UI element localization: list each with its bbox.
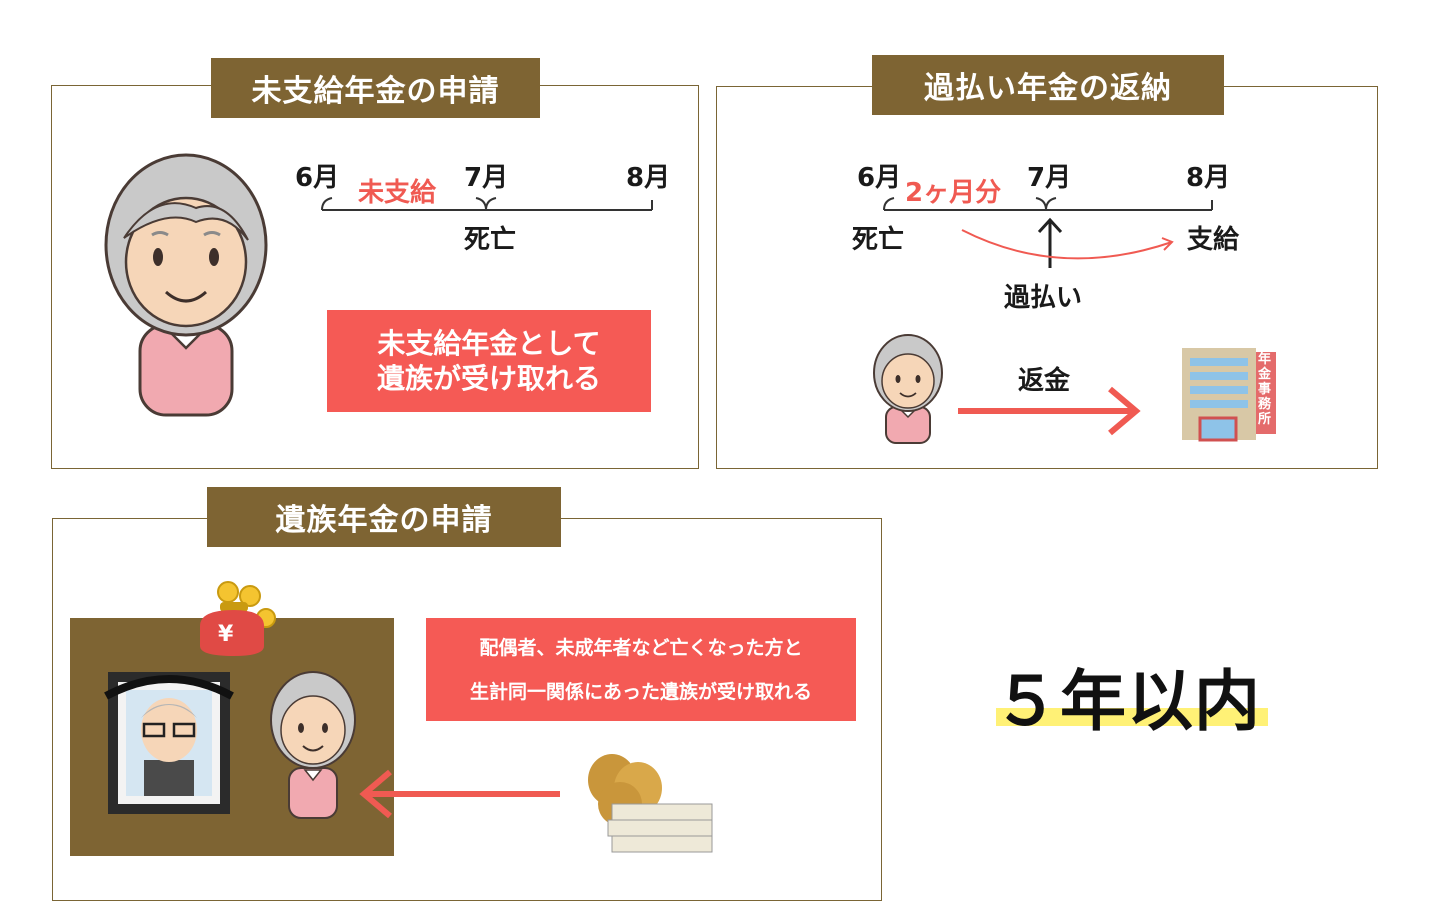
month-8-label: 8月	[626, 163, 671, 193]
month-7-label-2: 7月	[1027, 163, 1072, 193]
unpaid-label: 未支給	[358, 178, 437, 208]
survivor-info-line2: 生計同一関係にあった遺族が受け取れる	[469, 681, 812, 703]
death-label-2: 死亡	[852, 225, 905, 255]
pension-office-building-icon	[1182, 348, 1276, 442]
elderly-woman-small-illustration	[873, 334, 943, 444]
timeline-2	[883, 197, 1213, 268]
panel-overpaid-pension-title: 過払い年金の返納	[872, 55, 1224, 115]
unpaid-info-box: 未支給年金として 遺族が受け取れる	[327, 310, 651, 412]
survivor-info-line1: 配偶者、未成年者など亡くなった方と	[479, 637, 803, 659]
panel-survivor-pension-title: 遺族年金の申請	[207, 487, 561, 547]
pension-office-sign: 年金事務所	[1258, 352, 1272, 427]
payout-arrow	[359, 769, 560, 819]
money-bags-cash-icon	[588, 754, 713, 853]
month-6-label: 6月	[295, 163, 340, 193]
widow-illustration	[270, 671, 356, 819]
month-7-label: 7月	[464, 163, 509, 193]
month-8-label-2: 8月	[1186, 163, 1231, 193]
two-months-label: 2ヶ月分	[905, 178, 1002, 208]
deadline-text: ５年以内	[993, 663, 1261, 740]
refund-label: 返金	[1018, 366, 1071, 396]
yen-symbol: ¥	[218, 622, 234, 647]
survivor-info-box: 配偶者、未成年者など亡くなった方と 生計同一関係にあった遺族が受け取れる	[426, 618, 856, 721]
deadline-highlight	[996, 708, 1268, 726]
elderly-woman-illustration	[104, 153, 268, 417]
death-label: 死亡	[464, 225, 517, 255]
month-6-label-2: 6月	[857, 163, 902, 193]
unpaid-info-line1: 未支給年金として	[377, 327, 601, 360]
timeline-1	[321, 197, 653, 211]
purse-coins-icon	[200, 581, 276, 656]
unpaid-info-line2: 遺族が受け取れる	[376, 362, 601, 395]
overpay-label: 過払い	[1004, 283, 1083, 313]
payment-label: 支給	[1187, 225, 1240, 255]
refund-arrow	[958, 386, 1141, 436]
memorial-portrait	[104, 672, 234, 814]
panel-unpaid-pension-title: 未支給年金の申請	[211, 58, 540, 118]
